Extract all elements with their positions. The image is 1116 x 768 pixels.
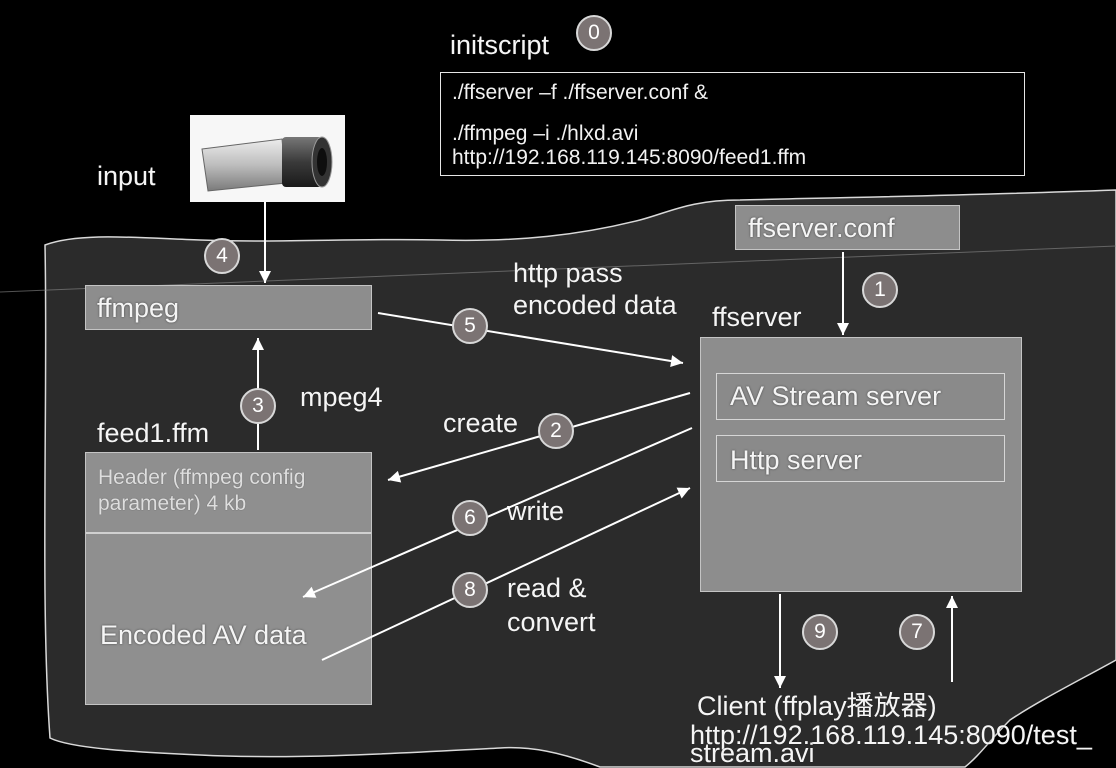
feed-header-label: Header (ffmpeg config parameter) 4 kb [98,466,306,515]
write-label: write [507,496,565,526]
client-url-line2: stream.avi [690,738,815,768]
camera-icon [190,115,345,202]
create-label: create [443,408,519,438]
input-label: input [97,161,156,191]
ffserver-label: ffserver [712,302,802,332]
step-8-badge: 8 [452,572,488,608]
camera-lens-barrel [282,137,322,187]
step-3-badge: 3 [240,388,276,424]
ffserver-conf-label: ffserver.conf [748,213,895,243]
initscript-label: initscript [450,30,550,60]
encoded-data-label: encoded data [513,290,677,320]
http-server-box: Http server [716,435,1005,482]
step-2-badge: 2 [538,413,574,449]
step-6-badge: 6 [452,500,488,536]
step-0-badge: 0 [576,15,612,51]
http-server-label: Http server [730,445,863,475]
initscript-line-ffmpeg: ./ffmpeg –i ./hlxd.avi [452,122,639,145]
convert-label: convert [507,607,596,637]
http-pass-label: http pass [513,258,623,288]
av-stream-server-label: AV Stream server [730,381,942,411]
step-7-badge: 7 [899,614,935,650]
feed-divider [86,532,371,534]
camera-lens-glass [317,148,327,176]
initscript-box: ./ffserver –f ./ffserver.conf & ./ffmpeg… [440,72,1025,176]
initscript-line-feed-url: http://192.168.119.145:8090/feed1.ffm [452,146,807,169]
step-4-badge: 4 [204,238,240,274]
camera-drawing [201,136,333,192]
feed-file-label: feed1.ffm [97,418,210,448]
ffserver-box: AV Stream server Http server [700,337,1022,592]
step-5-badge: 5 [452,308,488,344]
arrow-read-convert [321,487,691,661]
step-1-badge: 1 [862,272,898,308]
feed-file-box: Header (ffmpeg config parameter) 4 kb En… [85,452,372,705]
step-9-badge: 9 [802,614,838,650]
camera-body [201,138,287,192]
ffserver-conf-box: ffserver.conf [735,205,960,250]
mpeg4-label: mpeg4 [300,382,383,412]
initscript-line-ffserver: ./ffserver –f ./ffserver.conf & [452,81,708,104]
client-label: Client (ffplay播放器) [697,691,937,721]
encoded-av-data-label: Encoded AV data [100,620,307,650]
read-label: read & [507,573,587,603]
ffmpeg-label: ffmpeg [97,293,180,323]
client-url-line1: http://192.168.119.145:8090/test_ [690,720,1092,750]
av-stream-server-box: AV Stream server [716,373,1005,420]
ffmpeg-box: ffmpeg [85,285,372,330]
